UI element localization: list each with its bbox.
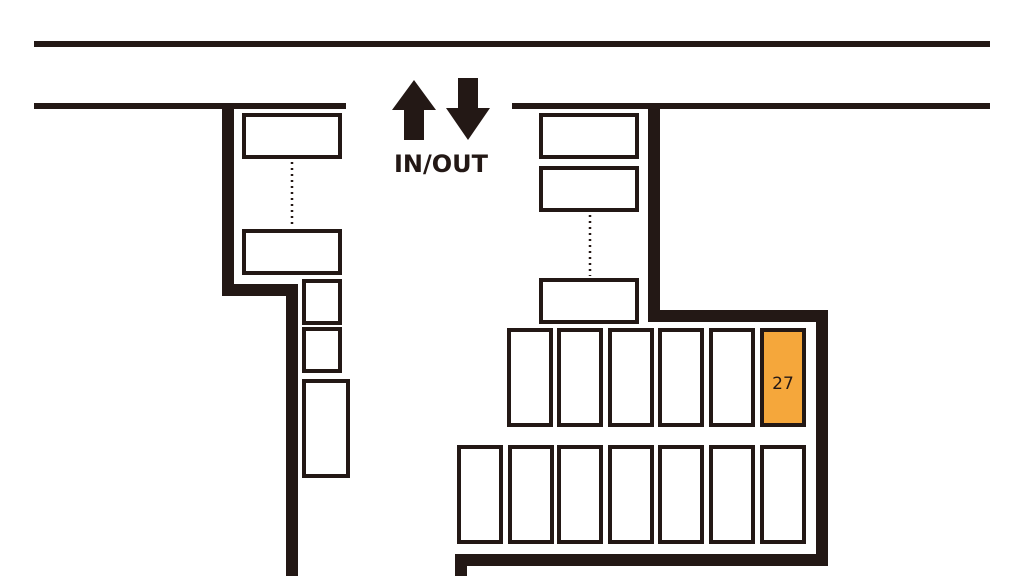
entrance-label: IN/OUT (394, 150, 489, 178)
entrance-arrows (392, 78, 490, 140)
parking-space[interactable] (539, 166, 639, 212)
right-lot-wall (455, 106, 828, 576)
parking-space[interactable] (242, 229, 342, 275)
road-bottom-edge-left (34, 103, 346, 109)
parking-space[interactable] (539, 113, 639, 159)
parking-space[interactable] (658, 328, 704, 427)
parking-space[interactable] (608, 328, 654, 427)
parking-space[interactable] (507, 328, 553, 427)
parking-space[interactable] (302, 279, 342, 325)
parking-space[interactable] (760, 445, 806, 544)
parking-space[interactable] (302, 379, 350, 478)
parking-space[interactable] (302, 327, 342, 373)
parking-space[interactable] (539, 278, 639, 324)
parking-space[interactable] (457, 445, 503, 544)
parking-space[interactable] (557, 445, 603, 544)
road-bottom-edge-right (512, 103, 990, 109)
down-arrow-icon (446, 78, 490, 140)
parking-space[interactable] (608, 445, 654, 544)
road-top-edge (34, 41, 990, 47)
parking-space[interactable] (242, 113, 342, 159)
up-arrow-icon (392, 80, 436, 140)
parking-space[interactable] (709, 445, 755, 544)
parking-space[interactable] (557, 328, 603, 427)
parking-space-27[interactable] (760, 328, 806, 427)
parking-space[interactable] (658, 445, 704, 544)
space-27-number: 27 (772, 374, 794, 394)
parking-space[interactable] (508, 445, 554, 544)
left-lot-wall (222, 106, 298, 576)
parking-space[interactable] (709, 328, 755, 427)
